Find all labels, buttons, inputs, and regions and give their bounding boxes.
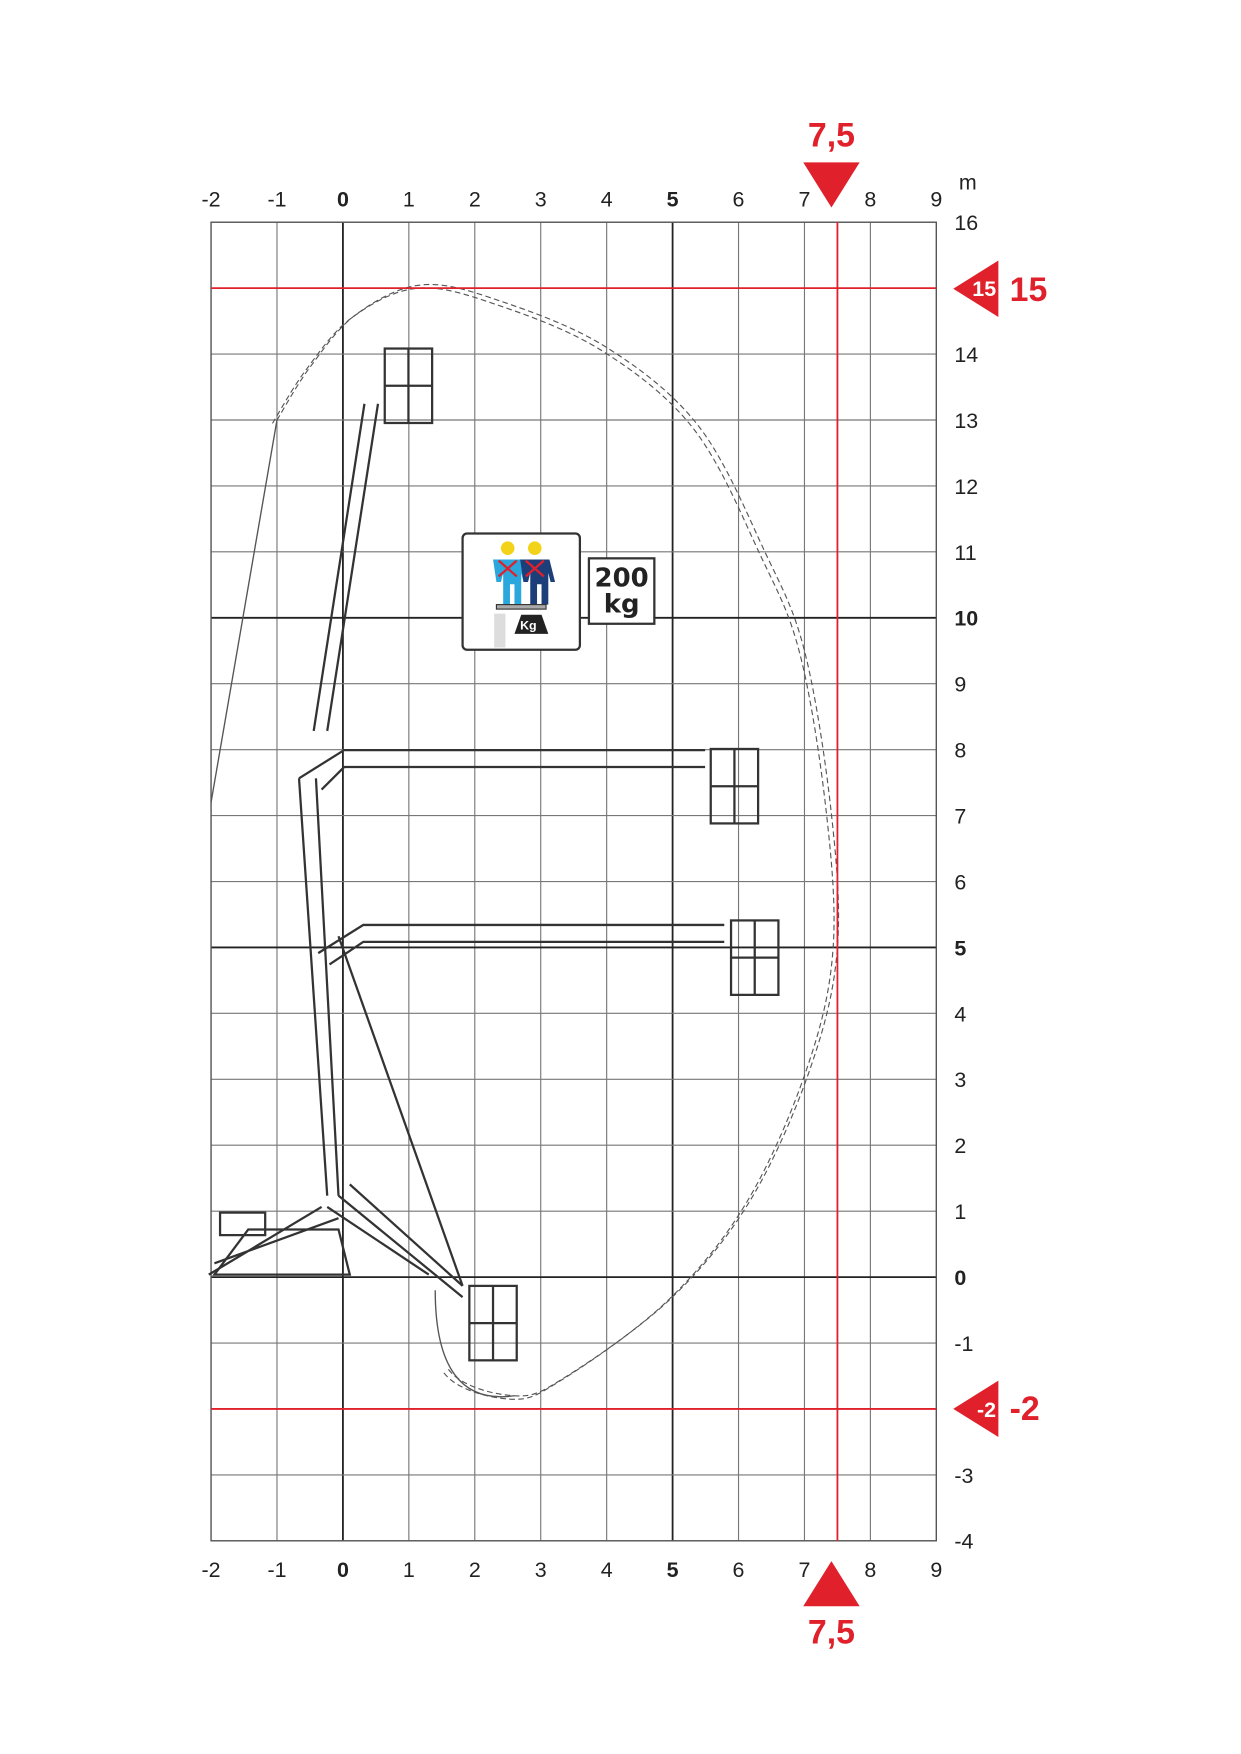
x-tick-label: 3 <box>535 187 547 211</box>
x-tick-label: 3 <box>535 1558 547 1582</box>
capacity-label: 200 kg <box>587 557 656 625</box>
svg-text:-2: -2 <box>1010 1390 1040 1428</box>
x-tick-label: 5 <box>667 1558 679 1582</box>
y-tick-label: 15 <box>972 277 996 301</box>
x-tick-label: 7 <box>799 187 811 211</box>
basket <box>709 747 760 825</box>
svg-text:7,5: 7,5 <box>808 117 855 155</box>
x-tick-label: 7 <box>799 1558 811 1582</box>
y-tick-label: 2 <box>954 1134 966 1158</box>
y-tick-label: 8 <box>954 739 966 763</box>
x-tick-label: 4 <box>601 1558 613 1582</box>
machine-drawing <box>208 347 780 1362</box>
x-tick-label: 1 <box>403 187 415 211</box>
base <box>212 1211 352 1276</box>
y-tick-label: -3 <box>954 1464 973 1488</box>
y-tick-label: 0 <box>954 1266 966 1290</box>
x-tick-label: 5 <box>667 187 679 211</box>
svg-text:7,5: 7,5 <box>808 1613 855 1651</box>
y-tick-label: 16 <box>954 211 978 235</box>
capacity-icon: Kg <box>461 532 582 651</box>
unit-label: m <box>959 170 977 194</box>
x-tick-label: -1 <box>267 187 286 211</box>
axis-ticks: -2-2-1-100112233445566778899161514131211… <box>202 187 997 1581</box>
x-tick-label: -2 <box>202 1558 221 1582</box>
x-tick-label: 8 <box>864 187 876 211</box>
boom-8m <box>298 748 706 791</box>
envelope-left <box>210 419 278 803</box>
weight-icon <box>514 614 549 634</box>
marker-depth: -2 <box>953 1380 1040 1438</box>
x-tick-label: 9 <box>930 1558 942 1582</box>
y-tick-label: 11 <box>954 541 976 565</box>
y-tick-label: -1 <box>954 1332 973 1356</box>
y-tick-label: 7 <box>954 804 966 828</box>
x-tick-label: 2 <box>469 187 481 211</box>
y-tick-label: 12 <box>954 475 978 499</box>
y-tick-label: -2 <box>977 1398 996 1422</box>
envelope-outer <box>276 283 840 1397</box>
x-tick-label: 0 <box>337 1558 349 1582</box>
x-tick-label: -2 <box>202 187 221 211</box>
limit-lines <box>211 222 937 1541</box>
y-tick-label: 1 <box>954 1200 966 1224</box>
marker-outreach-bottom: 7,5 <box>803 1561 860 1651</box>
x-tick-label: 1 <box>403 1558 415 1582</box>
x-tick-label: 6 <box>733 187 745 211</box>
y-tick-label: -4 <box>954 1530 973 1554</box>
y-tick-label: 5 <box>954 936 966 960</box>
marker-outreach-top: 7,5 <box>803 117 860 208</box>
x-tick-label: -1 <box>267 1558 286 1582</box>
y-tick-label: 13 <box>954 409 978 433</box>
basket <box>383 347 434 425</box>
envelope-inner <box>271 287 835 1400</box>
outriggers <box>208 1205 430 1276</box>
y-tick-label: 9 <box>954 673 966 697</box>
y-tick-label: 14 <box>954 343 978 367</box>
y-tick-label: 6 <box>954 870 966 894</box>
x-tick-label: 8 <box>864 1558 876 1582</box>
x-tick-label: 9 <box>930 187 942 211</box>
lower-boom <box>297 778 464 1299</box>
boom-5m <box>317 923 725 966</box>
basket <box>468 1284 518 1362</box>
y-tick-label: 3 <box>954 1068 966 1092</box>
svg-text:15: 15 <box>1010 271 1048 309</box>
grid <box>210 221 938 1542</box>
svg-text:200: 200 <box>595 564 649 594</box>
boom-top <box>312 403 380 732</box>
basket <box>729 919 780 997</box>
workers-icon <box>493 541 556 610</box>
grid-border <box>210 221 938 1542</box>
x-tick-label: 0 <box>337 187 349 211</box>
envelope-bottom <box>434 1290 515 1398</box>
y-tick-label: 4 <box>954 1002 966 1026</box>
svg-text:Kg: Kg <box>520 618 537 632</box>
x-tick-label: 6 <box>733 1558 745 1582</box>
svg-text:kg: kg <box>604 589 640 619</box>
y-tick-label: 10 <box>954 607 978 631</box>
x-tick-label: 4 <box>601 187 613 211</box>
x-tick-label: 2 <box>469 1558 481 1582</box>
marker-height: 15 <box>953 260 1048 317</box>
working-envelope <box>210 283 840 1400</box>
